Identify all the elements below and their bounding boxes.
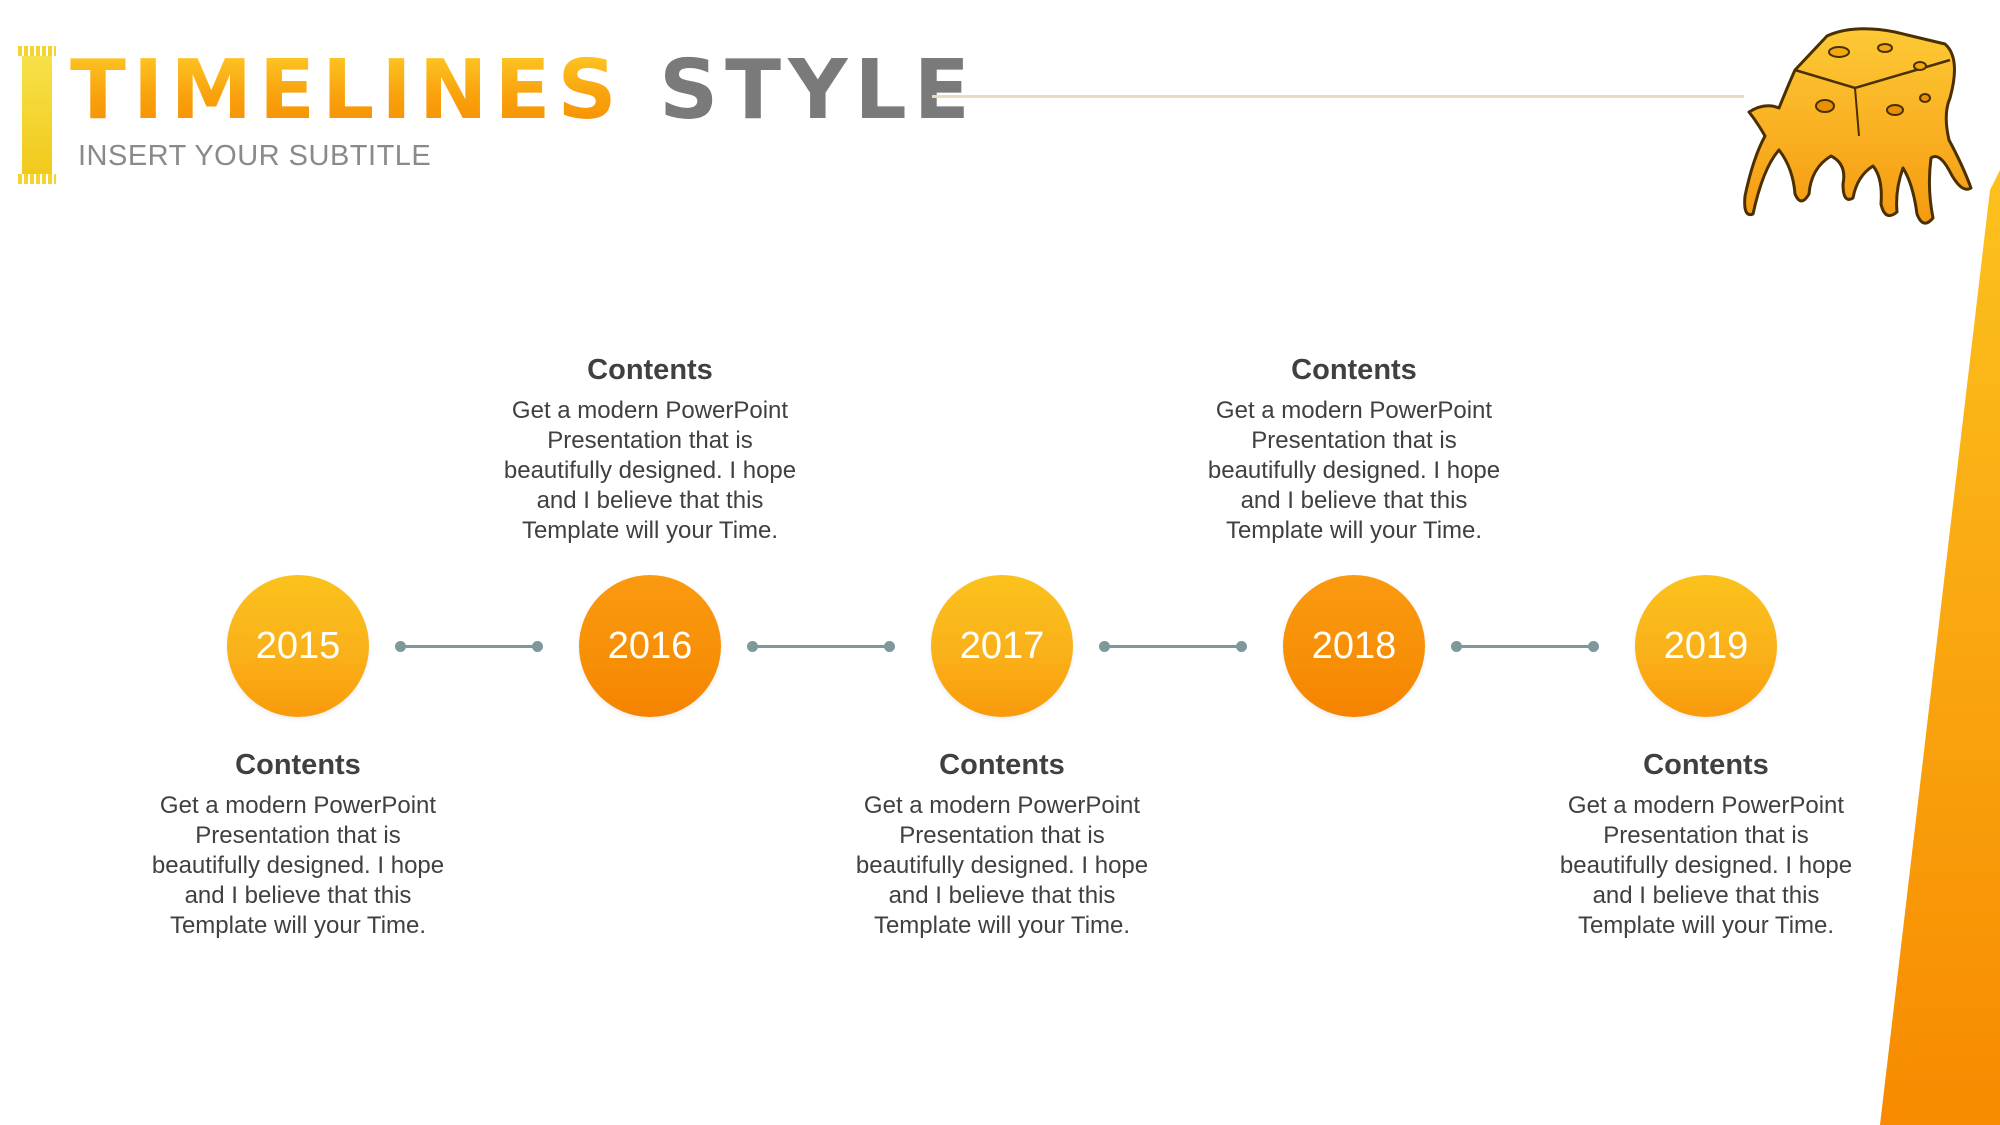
year-circle-2015: 2015 (227, 575, 369, 717)
milestone-body: Get a modern PowerPoint Presentation tha… (1207, 397, 1501, 544)
timeline-connector (747, 641, 895, 652)
title-highlight: TIMELINES (70, 43, 624, 138)
year-circle-2018: 2018 (1283, 575, 1425, 717)
milestone-heading: Contents (939, 749, 1065, 781)
milestone-body: Get a modern PowerPoint Presentation tha… (503, 397, 797, 544)
year-circle-2019: 2019 (1635, 575, 1777, 717)
timeline-connector (1451, 641, 1599, 652)
melting-cheese-icon (1743, 27, 1973, 225)
title-rest: STYLE (659, 43, 977, 138)
milestone-heading: Contents (587, 354, 713, 386)
milestone-heading: Contents (1291, 354, 1417, 386)
milestone-heading: Contents (235, 749, 361, 781)
milestone-heading: Contents (1643, 749, 1769, 781)
milestone-text-2017: Contents Get a modern PowerPoint Present… (842, 747, 1162, 941)
year-circle-2016: 2016 (579, 575, 721, 717)
timeline-connector (395, 641, 543, 652)
milestone-text-2015: Contents Get a modern PowerPoint Present… (138, 747, 458, 941)
year-circle-2017: 2017 (931, 575, 1073, 717)
milestone-body: Get a modern PowerPoint Presentation tha… (1559, 792, 1853, 939)
page-title: TIMELINES STYLE (70, 46, 977, 136)
milestone-body: Get a modern PowerPoint Presentation tha… (151, 792, 445, 939)
page-subtitle: INSERT YOUR SUBTITLE (78, 140, 432, 172)
milestone-text-2019: Contents Get a modern PowerPoint Present… (1546, 747, 1866, 941)
milestone-text-2018: Contents Get a modern PowerPoint Present… (1194, 352, 1514, 546)
header-divider (932, 95, 1744, 98)
milestone-body: Get a modern PowerPoint Presentation tha… (855, 792, 1149, 939)
timeline-connector (1099, 641, 1247, 652)
title-accent-bar (18, 46, 56, 184)
milestone-text-2016: Contents Get a modern PowerPoint Present… (490, 352, 810, 546)
